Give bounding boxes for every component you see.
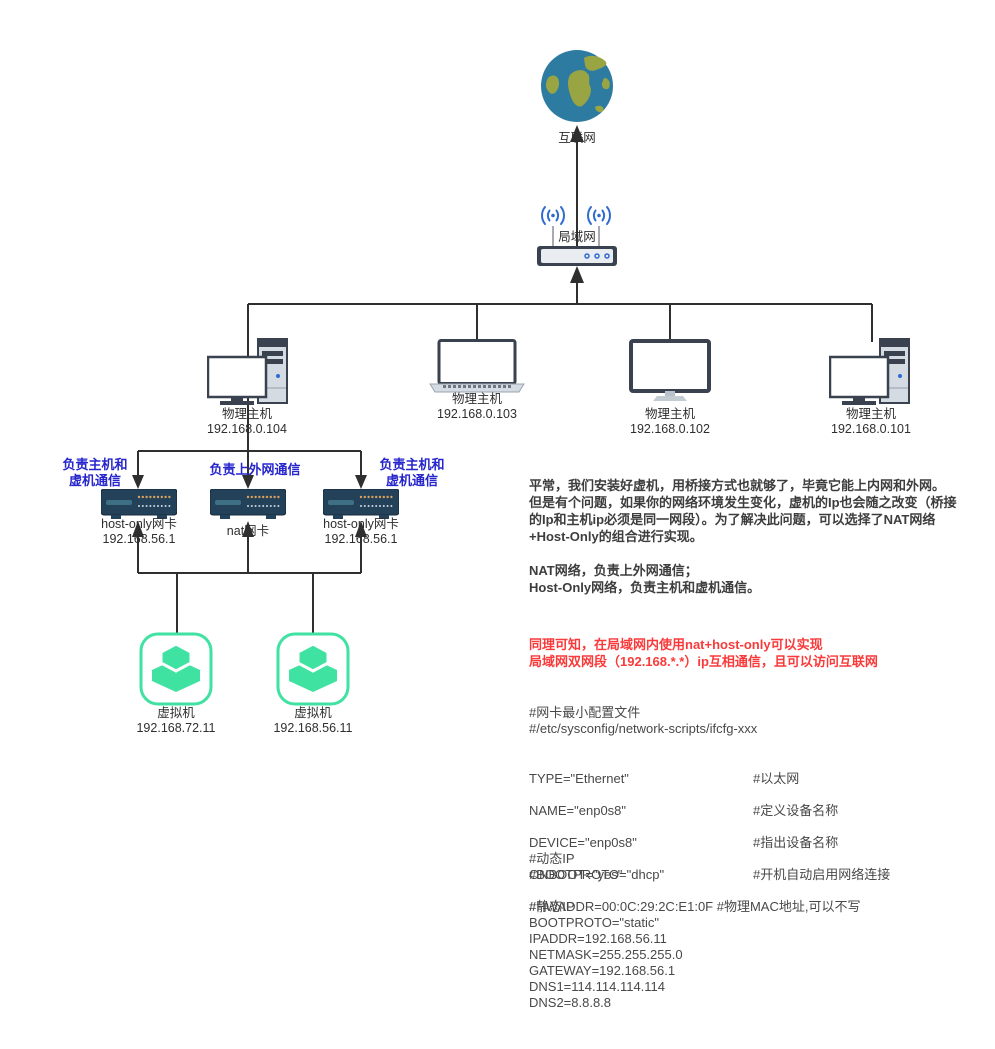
- network-adapter-icon: [209, 488, 287, 525]
- host-ip: 192.168.0.101: [831, 422, 911, 436]
- config-code: NAME="enp0s8": [529, 803, 627, 818]
- config-line: TYPE="Ethernet" #以太网: [529, 771, 994, 787]
- host-name: 物理主机: [221, 407, 272, 421]
- internet-label: 互联网: [558, 131, 596, 145]
- vm-ip: 192.168.56.11: [273, 721, 353, 735]
- adapter-note: 负责主机和 虚机通信: [62, 457, 128, 488]
- wifi-signal-icon: [540, 205, 566, 231]
- host-ip: 192.168.0.104: [207, 422, 287, 436]
- laptop-icon: [428, 339, 526, 400]
- config-code: TYPE="Ethernet": [529, 771, 629, 786]
- adapter-ip: 192.168.56.1: [102, 532, 176, 546]
- host-ip: 192.168.0.102: [630, 422, 710, 436]
- config-comment: #开机自动启用网络连接: [753, 867, 891, 882]
- lan-label: 局域网: [558, 230, 596, 244]
- desktop-computer-icon: [828, 338, 911, 411]
- config-comment: #定义设备名称: [753, 803, 839, 818]
- config-code: ONBOOT="yes": [529, 867, 623, 882]
- host-ip: 192.168.0.103: [437, 407, 517, 421]
- config-line: NAME="enp0s8" #定义设备名称: [529, 803, 994, 819]
- intro-paragraph: 平常，我们安装好虚机，用桥接方式也就够了，毕竟它能上内网和外网。 但是有个问题，…: [529, 478, 957, 595]
- network-adapter-icon: [322, 488, 400, 525]
- monitor-icon: [629, 339, 711, 408]
- config-line: ONBOOT="yes" #开机自动启用网络连接: [529, 867, 994, 883]
- router-icon: [537, 246, 617, 273]
- vm-name: 虚拟机: [294, 706, 332, 720]
- config-dynamic-ip: #动态IP #BOOTPROTO="dhcp": [529, 851, 665, 882]
- wifi-signal-icon: [586, 205, 612, 231]
- virtual-machine-icon: [275, 631, 351, 712]
- conclusion-paragraph: 同理可知，在局域网内使用nat+host-only可以实现 局域网双网段（192…: [529, 637, 878, 669]
- adapter-ip: 192.168.56.1: [324, 532, 398, 546]
- adapter-name: host-only网卡: [323, 517, 399, 531]
- config-line: DEVICE="enp0s8" #指出设备名称: [529, 835, 994, 851]
- desktop-computer-icon: [206, 338, 289, 411]
- adapter-note: 负责上外网通信: [209, 462, 301, 477]
- config-header: #网卡最小配置文件 #/etc/sysconfig/network-script…: [529, 705, 758, 736]
- host-name: 物理主机: [644, 407, 695, 421]
- virtual-machine-icon: [138, 631, 214, 712]
- config-code: DEVICE="enp0s8": [529, 835, 637, 850]
- vm-ip: 192.168.72.11: [136, 721, 216, 735]
- config-static-ip: #静态IP BOOTPROTO="static" IPADDR=192.168.…: [529, 899, 683, 1010]
- config-comment: #以太网: [753, 771, 800, 786]
- config-comment: #指出设备名称: [753, 835, 839, 850]
- adapter-name: host-only网卡: [101, 517, 177, 531]
- vm-name: 虚拟机: [157, 706, 195, 720]
- internet-globe-icon: [540, 49, 614, 128]
- adapter-note: 负责主机和 虚机通信: [379, 457, 445, 488]
- adapter-label: nat网卡: [226, 524, 270, 538]
- config-hwaddr-line: #HWADDR=00:0C:29:2C:E1:0F #物理MAC地址,可以不写: [529, 899, 861, 914]
- host-name: 物理主机: [451, 392, 502, 406]
- config-entries: TYPE="Ethernet" #以太网 NAME="enp0s8" #定义设备名称…: [529, 755, 994, 931]
- host-name: 物理主机: [845, 407, 896, 421]
